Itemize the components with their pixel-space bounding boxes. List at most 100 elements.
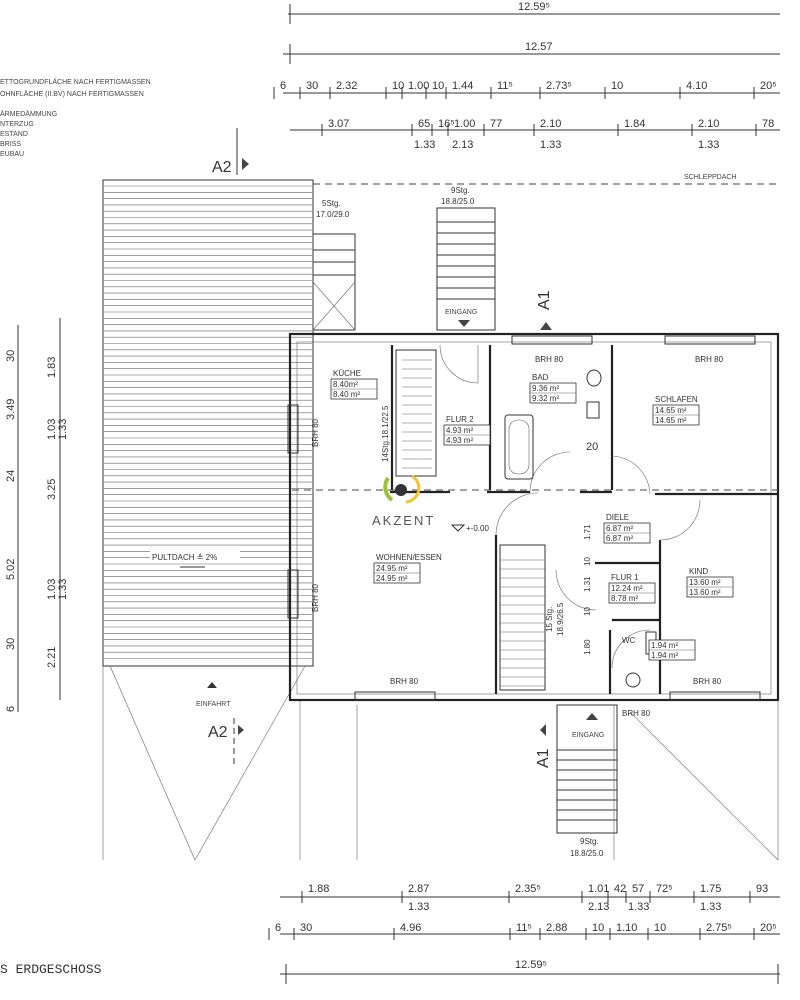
dimension-value: 1.44 bbox=[452, 80, 473, 92]
legend-category: EUBAU bbox=[0, 151, 24, 158]
legend-category: ESTAND bbox=[0, 131, 28, 138]
legend: ETTOGRUNDFLÄCHE NACH FERTIGMASSEN OHNFLÄ… bbox=[0, 78, 151, 158]
level-marker-icon bbox=[450, 524, 466, 532]
dimension-value: 30 bbox=[300, 922, 312, 934]
legend-category: ÄRMEDÄMMUNG bbox=[0, 110, 57, 118]
room-area-net: 13.60 m² bbox=[689, 588, 721, 597]
brh-label: BRH 80 bbox=[695, 355, 724, 364]
room-area-net: 1.94 m² bbox=[651, 651, 678, 660]
room-name: WOHNEN/ESSEN bbox=[376, 553, 442, 562]
legend-line: OHNFLÄCHE (II.BV) NACH FERTIGMASSEN bbox=[0, 90, 144, 98]
dimension-value: 1.33 bbox=[57, 419, 69, 440]
brh-labels: BRH 80 BRH 80 BRH 80 BRH 80 BRH 80 BRH 8… bbox=[311, 355, 724, 718]
dim-bottom-total: 12.59⁵ bbox=[515, 959, 547, 971]
stair-entry-top: 9Stg. 18.8/25.0 EINGANG bbox=[436, 186, 496, 331]
arrow-up-icon bbox=[207, 682, 217, 688]
room-area-net: 8.40 m² bbox=[333, 390, 360, 399]
pultdach-label: PULTDACH ≙ 2% bbox=[152, 553, 217, 562]
dim-top-total: 12.59⁵ bbox=[518, 1, 550, 13]
dimension-value: 2.73⁵ bbox=[546, 80, 572, 92]
dimension-value: 77 bbox=[490, 118, 502, 130]
dimension-value: 1.33 bbox=[628, 901, 649, 913]
dimension-value: 2.13 bbox=[452, 139, 473, 151]
dimension-value: 3.25 bbox=[46, 479, 58, 500]
room-flur-1: FLUR 112.24 m²8.78 m² bbox=[608, 573, 656, 604]
level-label: +-0.00 bbox=[466, 524, 489, 533]
dimension-value: 10 bbox=[392, 80, 404, 92]
section-arrow-icon bbox=[242, 158, 249, 170]
room-area-net: 4.93 m² bbox=[446, 436, 473, 445]
dimension-value: 1.75 bbox=[700, 883, 721, 895]
section-a1-bottom: A1 bbox=[535, 748, 552, 768]
legend-line: ETTOGRUNDFLÄCHE NACH FERTIGMASSEN bbox=[0, 78, 151, 86]
building bbox=[287, 332, 780, 702]
brh-label: BRH 80 bbox=[693, 677, 722, 686]
room-area-gross: 14.65 m² bbox=[655, 406, 687, 415]
stair-small-ratio: 17.0/29.0 bbox=[316, 210, 350, 219]
room-area-gross: 1.94 m² bbox=[651, 641, 678, 650]
akzent-logo: AKZENT bbox=[372, 474, 435, 528]
dimension-value: 2.88 bbox=[546, 922, 567, 934]
dimension-value: 2.32 bbox=[336, 80, 357, 92]
dimension-value: 20⁵ bbox=[760, 922, 777, 934]
dimension-value: 6 bbox=[5, 706, 17, 712]
dimension-value: 10 bbox=[611, 80, 623, 92]
dimension-value: 57 bbox=[632, 883, 644, 895]
dimension-value: 2.87 bbox=[408, 883, 429, 895]
room-name: WC bbox=[622, 636, 636, 645]
dimension-value: 1.33 bbox=[698, 139, 719, 151]
dimension-value: 30 bbox=[306, 80, 318, 92]
room-area-gross: 4.93 m² bbox=[446, 426, 473, 435]
room-area-gross: 9.36 m² bbox=[532, 384, 559, 393]
legend-category: BRISS bbox=[0, 141, 21, 148]
room-area-gross: 8.40m² bbox=[333, 380, 358, 389]
logo-text: AKZENT bbox=[372, 513, 435, 528]
dimension-value: 2.10 bbox=[540, 118, 561, 130]
dimension-value: 72⁵ bbox=[656, 883, 673, 895]
dimension-value: 1.33 bbox=[414, 139, 435, 151]
dimension-value: 1.88 bbox=[308, 883, 329, 895]
room-name: BAD bbox=[532, 373, 549, 382]
dimension-value: 1.83 bbox=[46, 357, 58, 378]
eingang-label-bottom: EINGANG bbox=[572, 732, 604, 739]
dimension-value: 1.84 bbox=[624, 118, 645, 130]
dimension-value: 16⁵ bbox=[438, 118, 455, 130]
dimension-value: 24 bbox=[5, 470, 17, 482]
room-wc: 1.94 m²1.94 m² bbox=[648, 639, 696, 661]
schleppdach-label: SCHLEPPDACH bbox=[684, 174, 737, 181]
legend-category: NTERZUG bbox=[0, 121, 34, 128]
dimension-value: 1.10 bbox=[616, 922, 637, 934]
stair-small: 5Stg. 17.0/29.0 bbox=[312, 199, 356, 331]
room-flur-2: FLUR 2 4.93 m²4.93 m² bbox=[443, 415, 491, 446]
room-area-net: 8.78 m² bbox=[611, 594, 638, 603]
room-name: SCHLAFEN bbox=[655, 395, 698, 404]
dimension-value: 30 bbox=[5, 638, 17, 650]
dimension-value: 1.33 bbox=[57, 579, 69, 600]
eingang-label-top: EINGANG bbox=[445, 309, 477, 316]
dimension-value: 20⁵ bbox=[760, 80, 777, 92]
dimension-value: 3.49 bbox=[5, 399, 17, 420]
dimension-value: 1.01 bbox=[588, 883, 609, 895]
dimension-value: 6 bbox=[280, 80, 286, 92]
brh-label: BRH 80 bbox=[622, 709, 651, 718]
brh-label: BRH 80 bbox=[311, 418, 320, 447]
room-area-net: 14.65 m² bbox=[655, 416, 687, 425]
stair-entry-count: 9Stg. bbox=[451, 186, 470, 195]
room-area-net: 6.87 m² bbox=[606, 534, 633, 543]
dim-20: 20 bbox=[586, 441, 598, 453]
dimension-value: 30 bbox=[5, 350, 17, 362]
dimension-value: 11⁵ bbox=[497, 80, 513, 92]
drawing-title: S ERDGESCHOSS bbox=[0, 962, 102, 977]
dim-10: 10 bbox=[583, 557, 592, 566]
dimension-value: 10 bbox=[432, 80, 444, 92]
room-name: FLUR 2 bbox=[446, 415, 474, 424]
stair-entry-ratio: 18.8/25.0 bbox=[570, 849, 604, 858]
stair-inner-label: 14Stg.18.1/22.5 bbox=[381, 405, 390, 462]
dimension-value: 10 bbox=[654, 922, 666, 934]
dimension-value: 4.10 bbox=[686, 80, 707, 92]
